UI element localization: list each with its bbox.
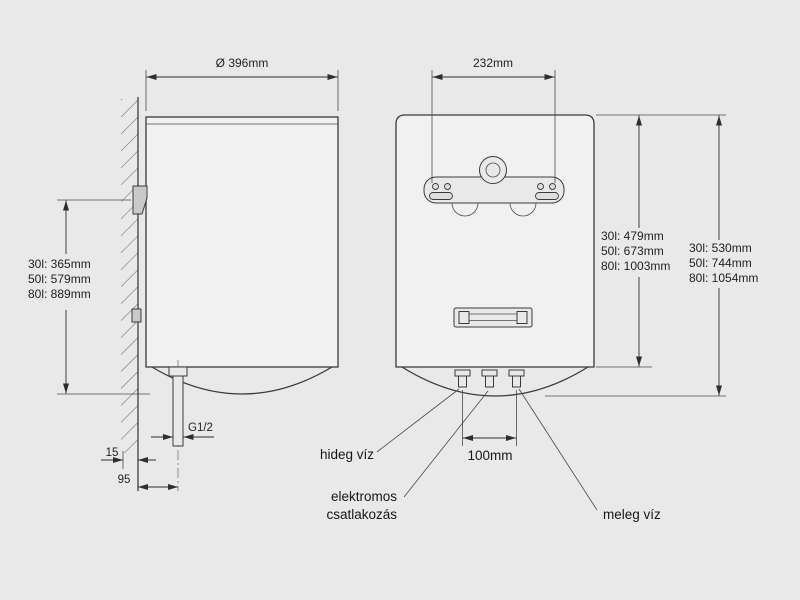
pipe-electrical xyxy=(481,369,498,388)
leader-cold-water xyxy=(376,388,460,453)
total-height-label-80l: 80l: 1054mm xyxy=(689,271,758,285)
front-tank-body xyxy=(395,114,595,368)
key-slot xyxy=(429,192,453,200)
hanger-hook xyxy=(451,202,479,217)
side-view: Ø 396mm 30l: 365mm 50l: 579mm 80l: 889mm… xyxy=(28,56,339,491)
top-fitting-inner-circle xyxy=(485,162,501,178)
body-height-label-80l: 80l: 1003mm xyxy=(601,259,670,273)
side-height-label-30l: 30l: 365mm xyxy=(28,257,91,271)
front-width-label: 232mm xyxy=(473,56,513,70)
front-tank-bottom-dome xyxy=(401,366,589,397)
label-hot-water: meleg víz xyxy=(603,507,661,522)
pipe-cold xyxy=(454,369,471,388)
screw-hole xyxy=(432,183,439,190)
hanger-hook xyxy=(509,202,537,217)
pipe-nut xyxy=(168,366,188,377)
dim-pipe-offset-95: 95 xyxy=(118,474,178,490)
total-height-label-50l: 50l: 744mm xyxy=(689,256,752,270)
screw-hole xyxy=(537,183,544,190)
lower-bracket xyxy=(131,308,142,323)
label-electrical-line2: csatlakozás xyxy=(326,507,397,522)
side-height-label-80l: 80l: 889mm xyxy=(28,287,91,301)
pipe-body xyxy=(172,375,184,447)
handle-plate xyxy=(453,307,533,328)
dim-wall-offset-15: 15 xyxy=(101,447,156,469)
handle-end xyxy=(458,311,470,324)
side-diameter-label: Ø 396mm xyxy=(216,56,269,70)
screw-hole xyxy=(549,183,556,190)
key-slot xyxy=(535,192,559,200)
front-view: 232mm 30l: 479mm 50l: 673mm 80l: 1003mm … xyxy=(320,56,758,522)
label-cold-water: hideg víz xyxy=(320,447,374,462)
dim-front-width: 232mm xyxy=(431,56,556,183)
wall-gap-label: 15 xyxy=(106,447,119,459)
leader-electrical xyxy=(403,390,489,498)
side-tank xyxy=(145,116,339,395)
leader-hot-water xyxy=(518,388,598,511)
wall-hatching xyxy=(121,99,138,453)
front-handle-plate xyxy=(453,307,533,328)
dim-outer-height: 30l: 530mm 50l: 744mm 80l: 1054mm xyxy=(545,115,758,397)
dim-inner-height: 30l: 479mm 50l: 673mm 80l: 1003mm xyxy=(596,114,726,368)
pipe-offset-label: 95 xyxy=(118,474,131,486)
pipe-spacing-label: 100mm xyxy=(467,448,512,463)
body-height-label-30l: 30l: 479mm xyxy=(601,229,664,243)
handle-end xyxy=(516,311,528,324)
label-electrical-line1: elektromos xyxy=(331,489,397,504)
pipe-hot xyxy=(508,369,525,388)
top-fitting xyxy=(479,156,507,184)
dim-pipe-spacing: 100mm xyxy=(462,390,517,463)
screw-hole xyxy=(444,183,451,190)
side-tank-body xyxy=(145,116,339,368)
side-height-label-50l: 50l: 579mm xyxy=(28,272,91,286)
mounting-bar xyxy=(423,176,565,217)
dim-diameter: Ø 396mm xyxy=(145,56,339,111)
outlet-pipe xyxy=(168,360,188,491)
dim-side-height: 30l: 365mm 50l: 579mm 80l: 889mm xyxy=(28,199,150,395)
dim-thread: G1/2 xyxy=(151,422,214,440)
thread-label: G1/2 xyxy=(188,422,213,434)
total-height-label-30l: 30l: 530mm xyxy=(689,241,752,255)
wall xyxy=(121,97,139,491)
body-height-label-50l: 50l: 673mm xyxy=(601,244,664,258)
top-fitting-outer-circle xyxy=(479,156,507,184)
mounting-bracket xyxy=(132,185,148,215)
